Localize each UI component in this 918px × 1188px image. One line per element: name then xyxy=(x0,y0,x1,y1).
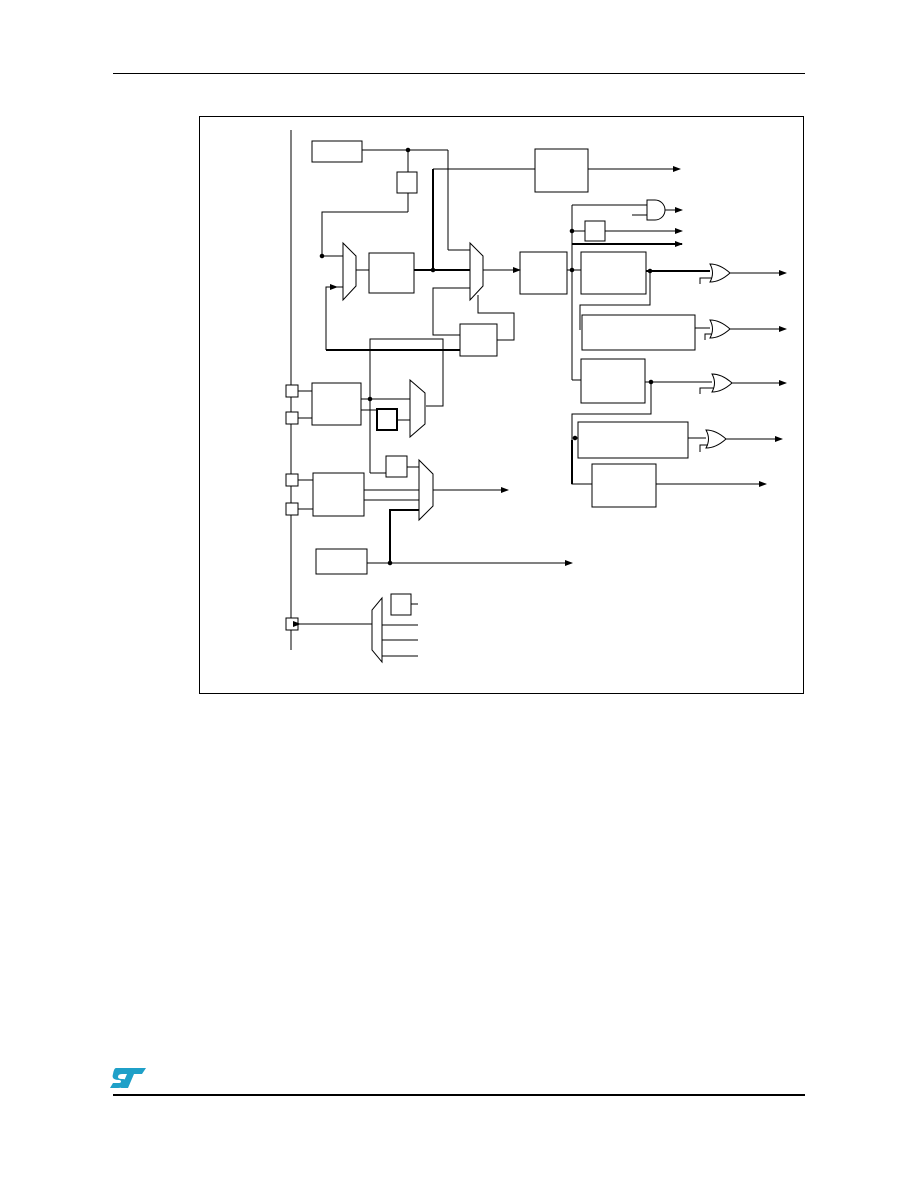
mux-1 xyxy=(342,241,357,302)
mux-2 xyxy=(469,241,484,302)
st-logo-icon xyxy=(110,1068,146,1088)
block-right-4 xyxy=(577,421,689,459)
or-gate-3 xyxy=(711,373,733,393)
block-small-2 xyxy=(584,220,606,242)
or-gate-4 xyxy=(705,429,727,449)
footer-rule xyxy=(113,1094,805,1096)
pin-box-4 xyxy=(285,502,299,516)
block-small-4 xyxy=(385,455,408,478)
mux-4 xyxy=(418,458,434,522)
block-right-5 xyxy=(591,463,657,508)
or-gate-1 xyxy=(709,263,731,283)
block-right-3 xyxy=(580,358,646,404)
block-feedback xyxy=(459,323,498,357)
block-top-right xyxy=(534,148,589,193)
block-middle-1 xyxy=(368,252,415,294)
block-top-left xyxy=(311,140,363,163)
block-small-3 xyxy=(376,408,398,431)
pin-box-1 xyxy=(285,384,299,398)
pin-box-5 xyxy=(285,617,299,631)
block-main xyxy=(519,251,568,295)
block-lower-2 xyxy=(312,472,365,517)
mux-3 xyxy=(409,378,426,439)
diagram-frame xyxy=(199,116,804,694)
block-small-1 xyxy=(396,171,418,194)
or-gate-2 xyxy=(709,319,731,339)
pin-box-3 xyxy=(285,473,299,487)
block-lower-3 xyxy=(315,548,368,575)
block-small-5 xyxy=(390,593,412,616)
block-right-2 xyxy=(581,314,696,351)
pin-box-2 xyxy=(285,411,299,425)
header-rule xyxy=(113,73,805,74)
mux-5 xyxy=(371,596,383,664)
block-lower-1 xyxy=(311,382,362,426)
and-gate-1 xyxy=(646,199,666,221)
block-right-1 xyxy=(580,251,647,295)
